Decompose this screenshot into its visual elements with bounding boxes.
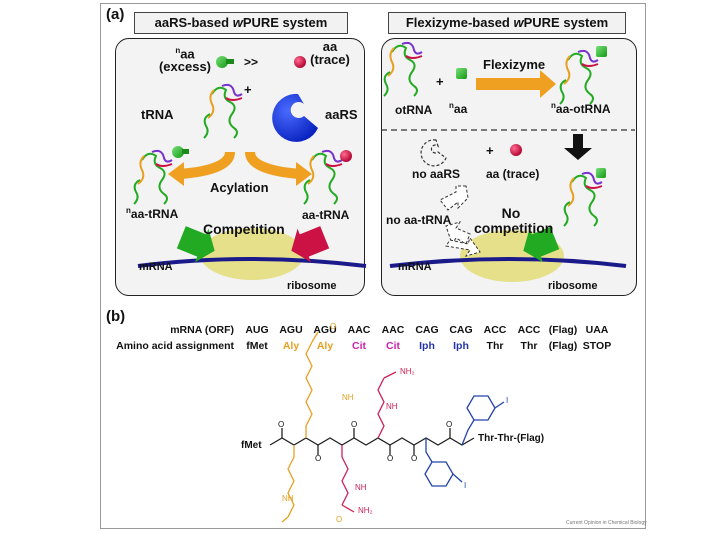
trna-label: tRNA (141, 107, 174, 122)
mrna-label-left: mRNA (139, 261, 173, 273)
mrna-left (137, 257, 367, 268)
carbonyl-o-2: O (315, 454, 322, 463)
cit-nh2-lower: NH₂ (358, 506, 373, 515)
residue-cell: Cit (386, 340, 400, 352)
acylation-arrow-right (245, 151, 301, 179)
aa-trace-label: aa(trace) (310, 39, 350, 67)
arrow-green-right (523, 226, 560, 263)
residue-cell: (Flag) (548, 340, 578, 352)
codon-cell: AGU (279, 324, 303, 336)
acylation-label: Acylation (210, 180, 269, 195)
residue-cell: Iph (419, 340, 435, 352)
aa-trace-ball (510, 144, 522, 156)
no-aa-trna-label: no aa-tRNA (386, 213, 452, 227)
aly-o-lower: O (336, 515, 343, 524)
aars-enzyme (272, 93, 318, 142)
codon-cell: ACC (483, 324, 507, 336)
residue-cell: Thr (486, 340, 504, 352)
aly-nh-upper: NH (342, 393, 354, 402)
carbonyl-o-5: O (411, 454, 418, 463)
aly-nh-lower: NH (282, 494, 294, 503)
flexizyme-label: Flexizyme (483, 57, 546, 72)
thr-thr-flag-label: Thr-Thr-(Flag) (478, 433, 545, 444)
plus-sign-right: + (436, 74, 444, 89)
aly-o-upper: O (330, 322, 337, 331)
ribosome-label-right: ribosome (548, 280, 598, 292)
residue-cell: Aly (282, 340, 300, 352)
carbonyl-o-3: O (351, 420, 358, 429)
fmet-label: fMet (241, 440, 262, 451)
otrna-label: otRNA (395, 103, 433, 117)
mrna-orf-label: mRNA (ORF) (170, 324, 234, 336)
residue-cell: STOP (582, 340, 612, 352)
naa-otrna-label: naa-otRNA (551, 101, 611, 116)
codon-cell: AGU (313, 324, 337, 336)
residue-cell: Cit (352, 340, 366, 352)
panel-b-label: (b) (106, 308, 126, 325)
mrna-orf-row: mRNA (ORF) AUG AGU AGU AAC AAC CAG CAG ACC ACC (F… (0, 324, 720, 338)
acylation-arrow-left (179, 151, 235, 179)
journal-credit: Current Opinion in Chemical Biology (566, 520, 647, 526)
ribosome-left (200, 228, 304, 280)
residue-cell: Iph (453, 340, 469, 352)
dashed-arrow-2 (445, 221, 471, 246)
amino-acid-row: Amino acid assignment fMet Aly Aly Cit Cit Ip… (0, 340, 720, 354)
competition-label: Competition (203, 221, 285, 237)
mrna-label-right: mRNA (398, 261, 432, 273)
panel-a-label: (a) (106, 6, 125, 23)
cit-nh-upper: NH (386, 402, 398, 411)
carbonyl-o-6: O (446, 420, 453, 429)
naa-right-label: naa (449, 101, 468, 116)
plus-sign-left: + (244, 82, 252, 97)
residue-cell: Aly (316, 340, 334, 352)
aa-red-ball (294, 56, 306, 68)
aa-trace-right-label: aa (trace) (486, 167, 540, 181)
codon-cell: AAC (347, 324, 371, 336)
iph-iodine-lower: I (464, 481, 467, 490)
flexizyme-arrow (476, 70, 556, 98)
carbonyl-o-4: O (387, 454, 394, 463)
naa-trna-label: naa-tRNA (126, 206, 179, 221)
aars-panel-title: aaRS-based wPURE system (134, 12, 348, 34)
naa-green-ball (216, 56, 234, 68)
no-aars-ghost (420, 139, 447, 167)
codon-cell: CAG (415, 324, 439, 336)
flexizyme-panel-title: Flexizyme-based wPURE system (388, 12, 626, 34)
carbonyl-o-1: O (278, 420, 285, 429)
plus-sign-right-2: + (486, 143, 494, 158)
cit-nh-lower: NH (355, 483, 367, 492)
mrna-right (389, 257, 627, 268)
naa-green-block (456, 68, 467, 79)
cit-nh2-upper: NH₂ (400, 367, 415, 376)
naa-excess-label: naa(excess) (158, 46, 212, 75)
competition-arrow-red (291, 226, 330, 263)
iph-iodine-upper: I (506, 396, 509, 405)
codon-cell: (Flag) (548, 324, 578, 336)
ribosome-label-left: ribosome (287, 280, 337, 292)
residue-cell: Thr (520, 340, 538, 352)
much-greater-symbol: >> (244, 55, 259, 69)
codon-cell: AAC (381, 324, 405, 336)
aars-label: aaRS (325, 107, 358, 122)
codon-cell: AUG (245, 324, 269, 336)
competition-arrow-green (176, 226, 215, 263)
codon-cell: ACC (517, 324, 541, 336)
down-arrow (564, 134, 592, 160)
dashed-arrow-1 (439, 185, 469, 211)
residue-cell: fMet (246, 340, 268, 352)
aa-trna-label: aa-tRNA (302, 208, 350, 222)
codon-cell: UAA (585, 324, 609, 336)
amino-acid-label: Amino acid assignment (116, 340, 234, 352)
codon-cell: CAG (449, 324, 473, 336)
no-aars-label: no aaRS (412, 167, 461, 181)
